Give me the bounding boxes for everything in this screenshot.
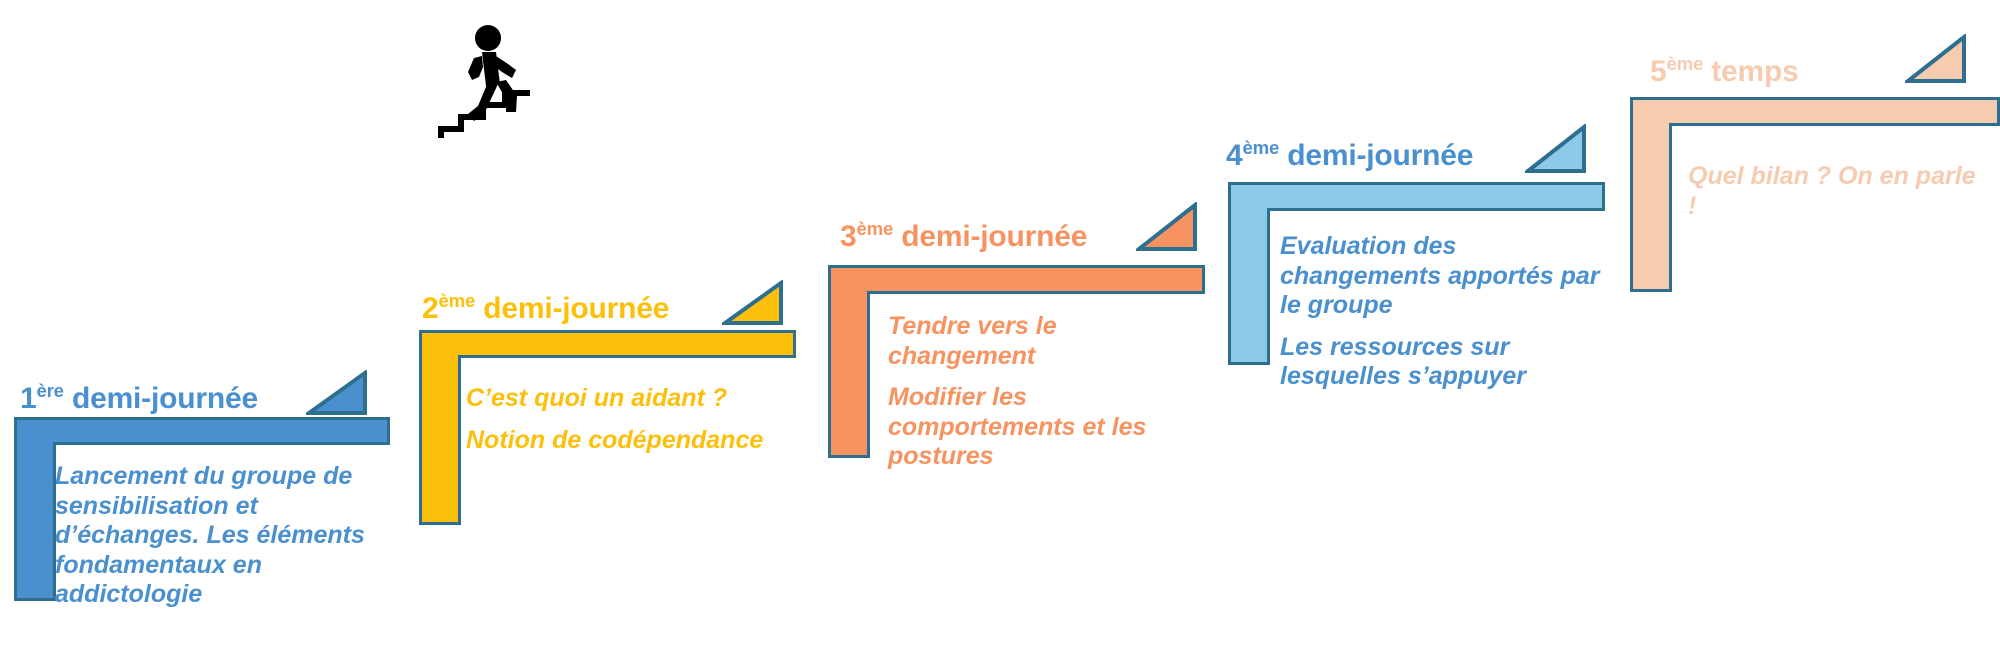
step-4-title-label: demi-journée xyxy=(1279,139,1474,172)
step-4-body-line: Evaluation des changements apportés par … xyxy=(1280,232,1600,319)
step-5-title-label: temps xyxy=(1703,55,1799,88)
step-3-ordinal-base: 3 xyxy=(840,220,857,253)
step-4-title: 4ème demi-journée xyxy=(1226,138,1474,172)
step-1-body-line: Lancement du groupe de sensibilisation e… xyxy=(55,462,365,608)
step-3-body-line: Modifier les comportements et les postur… xyxy=(888,383,1147,470)
step-1-top-bar xyxy=(14,417,390,445)
step-1-body: Lancement du groupe de sensibilisation e… xyxy=(55,462,405,610)
step-5-ordinal-sup: ème xyxy=(1666,53,1704,74)
step-4-body: Evaluation des changements apportés par … xyxy=(1280,232,1610,392)
step-3-title: 3ème demi-journée xyxy=(840,219,1088,253)
step-3-top-bar xyxy=(828,265,1205,294)
step-1-ordinal-sup: ère xyxy=(36,380,65,401)
step-1-title-label: demi-journée xyxy=(63,382,258,415)
step-2-ordinal-sup: ème xyxy=(438,290,476,311)
step-5-top-bar xyxy=(1630,97,2000,126)
step-2-title: 2ème demi-journée xyxy=(422,291,670,325)
step-1-left-bar xyxy=(14,442,56,601)
step-3-left-bar xyxy=(828,291,870,458)
step-1-ordinal-base: 1 xyxy=(20,382,37,415)
step-2-body-line: C’est quoi un aidant ? xyxy=(466,384,728,412)
step-4-body-line: Les ressources sur lesquelles s’appuyer xyxy=(1280,332,1526,391)
step-3-title-label: demi-journée xyxy=(893,220,1088,253)
step-1-title: 1ère demi-journée xyxy=(20,381,258,415)
step-5-left-bar xyxy=(1630,123,1672,292)
step-5-body-line: Quel bilan ? On en parle ! xyxy=(1688,162,1976,220)
step-4-ordinal-base: 4 xyxy=(1226,139,1243,172)
step-3-body-line: Tendre vers le changement xyxy=(888,312,1057,370)
step-2-title-label: demi-journée xyxy=(475,292,670,325)
step-2-ordinal-base: 2 xyxy=(422,292,439,325)
step-2-body: C’est quoi un aidant ? Notion de codépen… xyxy=(466,384,796,455)
step-5-body: Quel bilan ? On en parle ! xyxy=(1688,162,1978,221)
step-4-top-bar xyxy=(1228,182,1605,211)
step-2-left-bar xyxy=(419,355,461,525)
step-3-body: Tendre vers le changement Modifier les c… xyxy=(888,312,1208,472)
step-4-left-bar xyxy=(1228,208,1270,365)
step-3-ordinal-sup: ème xyxy=(856,218,894,239)
person-climbing-stairs-icon xyxy=(438,22,568,142)
step-2-top-bar xyxy=(419,330,796,358)
step-5-ordinal-base: 5 xyxy=(1650,55,1667,88)
step-2-body-line: Notion de codépendance xyxy=(466,425,764,454)
step-5-title: 5ème temps xyxy=(1650,54,1799,88)
step-4-ordinal-sup: ème xyxy=(1242,137,1280,158)
